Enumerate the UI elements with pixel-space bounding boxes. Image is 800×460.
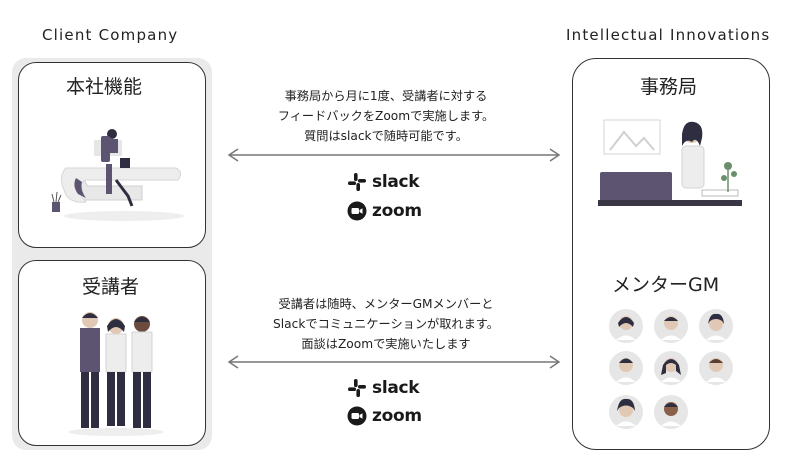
slack-logo-text: slack xyxy=(372,172,420,192)
zoom-logo-bottom: zoom xyxy=(347,405,422,427)
group-of-people-illustration xyxy=(68,312,164,436)
mentor-avatar-icon xyxy=(609,395,643,429)
zoom-logo-top: zoom xyxy=(347,200,422,222)
office-label: 事務局 xyxy=(640,76,698,98)
top-flow-line: 質問はslackで随時可能です。 xyxy=(304,129,468,143)
double-headed-arrow-icon xyxy=(227,148,561,162)
bottom-flow-line: 面談はZoomで実施いたします xyxy=(301,337,471,351)
top-flow-message: 事務局から月に1度、受講者に対する フィードバックをZoomで実施します。 質問… xyxy=(216,86,556,146)
slack-logo-text: slack xyxy=(372,378,420,398)
mentor-avatar-icon xyxy=(699,351,733,385)
person-at-desk-illustration xyxy=(51,129,184,221)
mentor-avatar-icon xyxy=(609,351,643,385)
mentor-label: メンターGM xyxy=(612,274,720,296)
bottom-flow-line: Slackでコミュニケーションが取れます。 xyxy=(273,317,499,331)
bottom-flow-message: 受講者は随時、メンターGMメンバーと Slackでコミュニケーションが取れます。… xyxy=(216,294,556,354)
mentor-avatar-icon xyxy=(699,309,733,343)
zoom-logo-icon xyxy=(347,406,367,426)
intellectual-innovations-title: Intellectual Innovations xyxy=(566,26,771,44)
slack-logo-icon xyxy=(348,379,366,397)
slack-logo-top: slack xyxy=(347,171,420,193)
zoom-logo-text: zoom xyxy=(372,201,422,221)
zoom-logo-icon xyxy=(347,201,367,221)
mentor-avatar-icon xyxy=(654,395,688,429)
double-headed-arrow-icon xyxy=(227,355,561,369)
mentor-avatar-icon xyxy=(654,309,688,343)
woman-with-laptop-illustration xyxy=(598,119,742,206)
slack-logo-icon xyxy=(348,173,366,191)
top-flow-line: 事務局から月に1度、受講者に対する xyxy=(284,89,488,103)
mentor-avatar-icon xyxy=(654,351,688,385)
learner-label: 受講者 xyxy=(82,276,140,298)
slack-logo-bottom: slack xyxy=(347,377,420,399)
mentor-avatar-icon xyxy=(609,309,643,343)
bottom-flow-line: 受講者は随時、メンターGMメンバーと xyxy=(278,297,494,311)
zoom-logo-text: zoom xyxy=(372,406,422,426)
hq-label: 本社機能 xyxy=(66,76,143,98)
top-flow-line: フィードバックをZoomで実施します。 xyxy=(277,109,495,123)
client-company-title: Client Company xyxy=(42,26,179,44)
